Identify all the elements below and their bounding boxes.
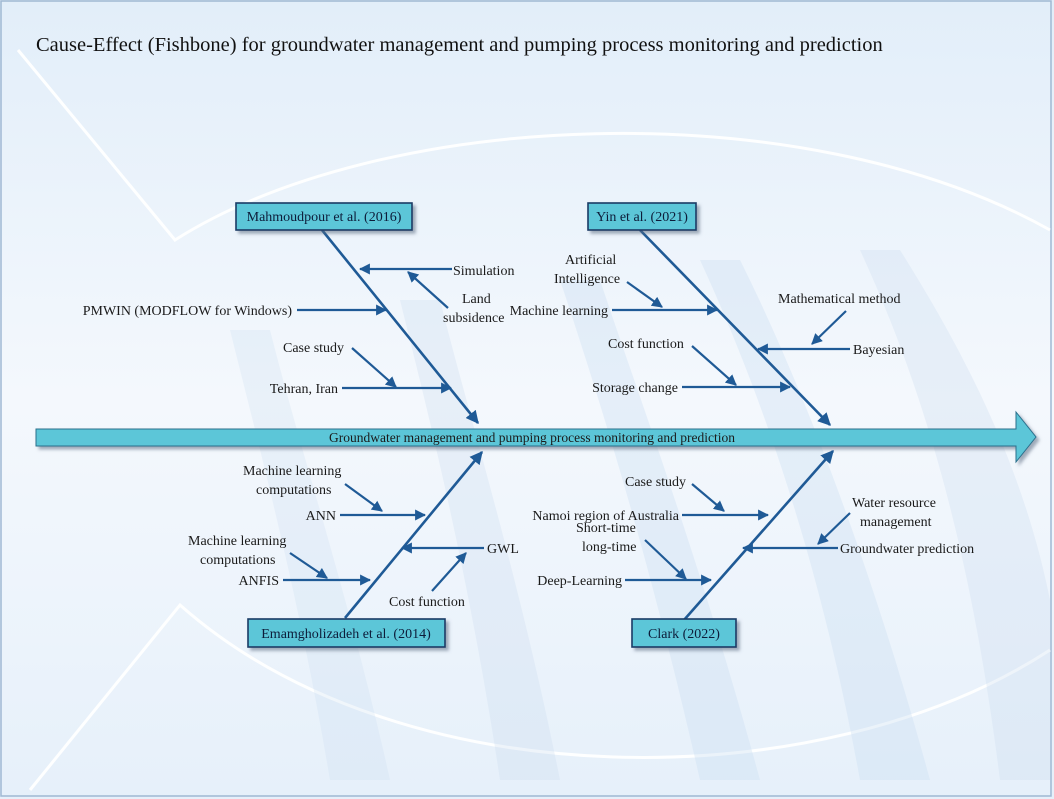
cause-arrow-case-study [351, 347, 397, 388]
spine-arrow [35, 410, 1037, 464]
cause-label-land: Land [462, 292, 491, 307]
decor-scale [860, 250, 1050, 780]
cause-label-gwl: GWL [487, 542, 519, 557]
author-box-yin: Yin et al. (2021) [587, 202, 697, 231]
cause-arrow-cost-function-top [691, 345, 737, 386]
cause-label-water-resource: Water resource [852, 496, 936, 511]
author-box-emamgholizadeh: Emamgholizadeh et al. (2014) [247, 618, 446, 648]
cause-arrow-ai [626, 281, 663, 308]
cause-arrow-land-subsidence [407, 271, 449, 309]
cause-label-computations-2: computations [200, 553, 275, 568]
author-label: Mahmoudpour et al. (2016) [247, 210, 402, 225]
cause-label-management: management [860, 515, 932, 530]
author-box-mahmoudpour: Mahmoudpour et al. (2016) [235, 202, 413, 231]
rib-clark [683, 450, 834, 621]
cause-label-subsidence: subsidence [443, 311, 504, 326]
cause-label-ml-1: Machine learning [243, 464, 341, 479]
diagram-title: Cause-Effect (Fishbone) for groundwater … [36, 34, 883, 56]
cause-label-computations-1: computations [256, 483, 331, 498]
spine-label: Groundwater management and pumping proce… [329, 430, 735, 445]
cause-label-namoi: Namoi region of Australia [532, 509, 679, 524]
cause-label-case-study: Case study [283, 341, 344, 356]
decor-scale [400, 300, 560, 780]
author-label: Yin et al. (2021) [596, 210, 688, 225]
cause-arrow-cost-function-bottom [431, 552, 467, 592]
author-label: Clark (2022) [648, 627, 720, 642]
rib-mahmoudpour [320, 229, 480, 425]
cause-label-cost-function-top: Cost function [608, 337, 684, 352]
cause-label-artificial: Artificial [565, 253, 616, 268]
rib-yin [639, 229, 831, 426]
cause-label-case-study-clark: Case study [625, 475, 686, 490]
cause-label-deep-learning: Deep-Learning [537, 574, 622, 589]
cause-label-ann: ANN [306, 509, 336, 524]
cause-arrow-water-resource [817, 512, 851, 545]
author-box-clark: Clark (2022) [631, 618, 737, 648]
cause-label-cost-function-bottom: Cost function [389, 595, 465, 610]
fish-body-upper-outline [16, 49, 1051, 242]
cause-label-groundwater-prediction: Groundwater prediction [840, 542, 974, 557]
cause-label-mathematical-method: Mathematical method [778, 292, 900, 307]
cause-label-intelligence: Intelligence [554, 272, 620, 287]
decor-scale [700, 260, 930, 780]
cause-label-anfis: ANFIS [239, 574, 279, 589]
cause-arrow-short-long-time [644, 539, 687, 580]
cause-label-pmwin: PMWIN (MODFLOW for Windows) [83, 304, 293, 319]
cause-arrow-case-study-clark [691, 483, 725, 512]
author-label: Emamgholizadeh et al. (2014) [261, 627, 431, 642]
cause-label-long-time: long-time [582, 540, 636, 555]
decor-scale [560, 280, 760, 780]
fish-body-lower-outline [28, 602, 1051, 791]
cause-arrow-ml-2 [289, 552, 328, 579]
cause-label-ml-2: Machine learning [188, 534, 286, 549]
cause-arrow-ml-1 [344, 483, 383, 512]
cause-label-bayesian: Bayesian [853, 343, 904, 358]
cause-label-short-time: Short-time [576, 521, 636, 536]
cause-label-storage-change: Storage change [592, 381, 678, 396]
cause-arrow-mathematical [811, 310, 847, 345]
cause-label-machine-learning: Machine learning [510, 304, 608, 319]
cause-label-tehran: Tehran, Iran [270, 382, 338, 397]
cause-label-simulation: Simulation [453, 264, 514, 279]
rib-emamgholizadeh [343, 450, 484, 619]
